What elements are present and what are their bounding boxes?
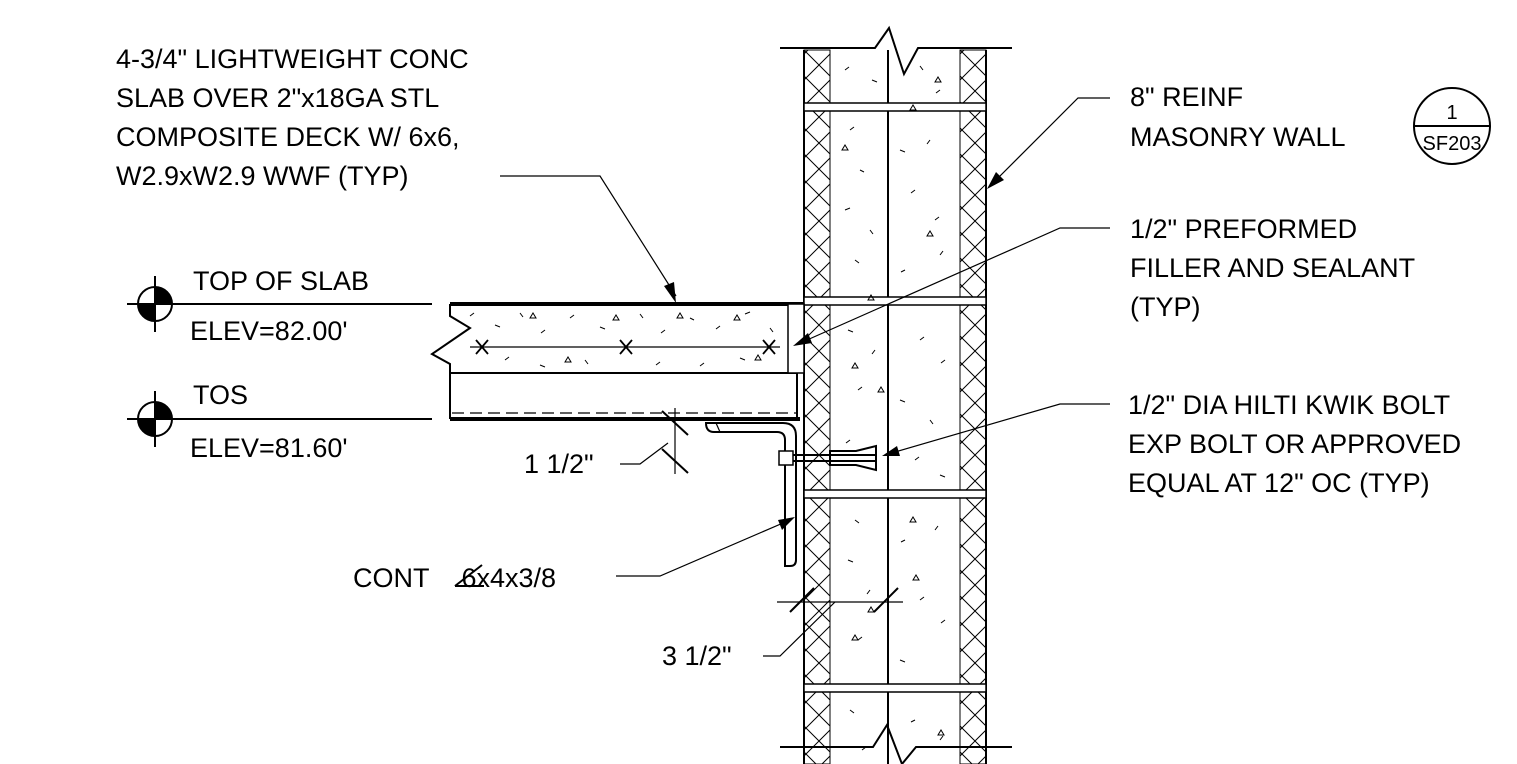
bolt-note-line-1: 1/2" DIA HILTI KWIK BOLT	[1128, 390, 1450, 420]
composite-deck	[449, 373, 800, 421]
concrete-slab	[430, 302, 805, 421]
angle-symbol-icon	[454, 564, 484, 587]
section-ref-number: 1	[1446, 102, 1457, 124]
slab-note-line-2: SLAB OVER 2"x18GA STL	[116, 83, 439, 113]
elevation-value-tos: ELEV=81.60'	[190, 433, 348, 463]
wall-face-shell-right	[959, 49, 987, 764]
angle-note-label: CONT 6x4x3/8	[353, 563, 556, 593]
masonry-wall	[780, 25, 1012, 764]
dimension-edge	[763, 587, 903, 657]
wall-note: 8" REINF MASONRY WALL	[1130, 82, 1346, 152]
filler-note-line-1: 1/2" PREFORMED	[1130, 214, 1357, 244]
section-reference-bubble: 1 SF203	[1413, 87, 1491, 165]
section-ref-sheet: SF203	[1423, 133, 1482, 155]
bolt-note-line-2: EXP BOLT OR APPROVED	[1128, 429, 1461, 459]
elevation-marker-top-of-slab	[127, 276, 432, 332]
elevation-name-tos: TOS	[193, 380, 248, 410]
slab-note: 4-3/4" LIGHTWEIGHT CONC SLAB OVER 2"x18G…	[116, 44, 469, 191]
dimension-edge-label: 3 1/2"	[662, 641, 732, 671]
slab-speckle	[469, 311, 774, 368]
elevation-value-top-of-slab: ELEV=82.00'	[190, 316, 348, 346]
wall-note-line-2: MASONRY WALL	[1130, 122, 1346, 152]
dimension-gap	[620, 408, 689, 474]
steel-angle	[704, 422, 797, 567]
expansion-bolt	[778, 444, 877, 472]
slab-note-line-4: W2.9xW2.9 WWF (TYP)	[116, 161, 409, 191]
filler-note-line-2: FILLER AND SEALANT	[1130, 253, 1415, 283]
filler-note: 1/2" PREFORMED FILLER AND SEALANT (TYP)	[1130, 214, 1415, 322]
grout-speckle	[841, 65, 946, 751]
bolt-note: 1/2" DIA HILTI KWIK BOLT EXP BOLT OR APP…	[1128, 390, 1461, 498]
preformed-filler	[787, 303, 805, 374]
filler-note-line-3: (TYP)	[1130, 292, 1201, 322]
wall-leader	[987, 97, 1110, 189]
angle-note-prefix: CONT	[353, 563, 430, 593]
angle-note-size: 6x4x3/8	[462, 563, 557, 593]
wall-break-lines	[780, 25, 1012, 764]
wall-note-line-1: 8" REINF	[1130, 82, 1243, 112]
elevation-name-top-of-slab: TOP OF SLAB	[193, 266, 369, 296]
slab-leader	[500, 175, 677, 303]
bolt-leader	[882, 403, 1110, 456]
angle-leader	[616, 517, 795, 577]
elevation-marker-tos	[127, 391, 432, 447]
wall-face-shell-left	[803, 49, 831, 764]
filler-leader	[793, 227, 1110, 346]
bolt-note-line-3: EQUAL AT 12" OC (TYP)	[1128, 468, 1430, 498]
dimension-gap-label: 1 1/2"	[524, 449, 594, 479]
wwf-reinforcing	[470, 339, 780, 355]
slab-note-line-1: 4-3/4" LIGHTWEIGHT CONC	[116, 44, 469, 74]
slab-note-line-3: COMPOSITE DECK W/ 6x6,	[116, 122, 460, 152]
